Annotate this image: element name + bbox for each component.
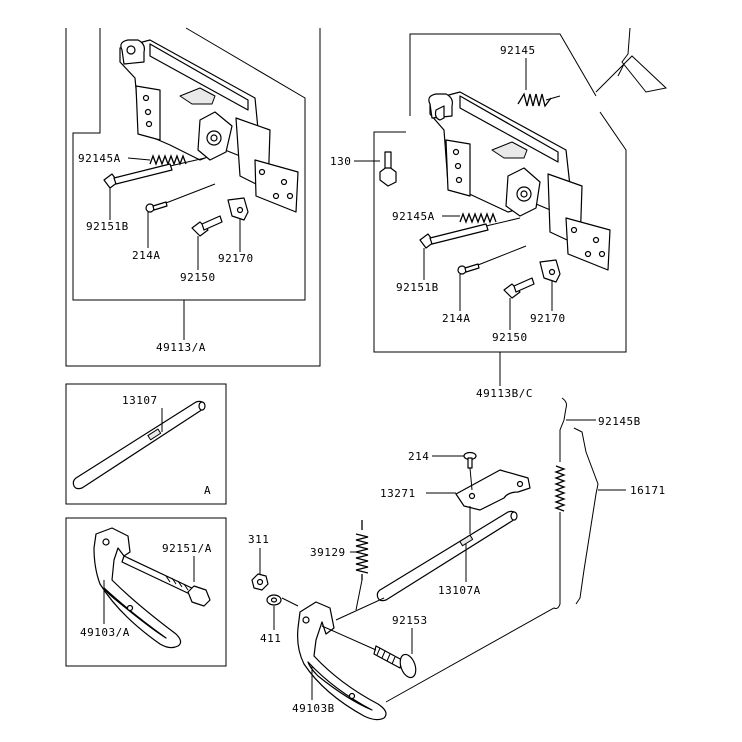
bolt-92151b-right	[419, 217, 521, 249]
box-49103-a	[65, 517, 227, 667]
label-92170-right: 92170	[530, 312, 566, 325]
spring-92145a-right	[459, 212, 497, 224]
bolt-92153	[373, 645, 417, 679]
wire-link-top-right	[595, 27, 668, 93]
control-bracket-assembly-right	[428, 91, 611, 271]
screw-214a-right	[457, 245, 527, 275]
spring-92145a-left	[149, 154, 187, 166]
label-92151-a: 92151/A	[162, 542, 212, 555]
clip-92170-left	[227, 197, 249, 221]
bolt-92150-right	[503, 277, 535, 299]
screw-214	[463, 451, 477, 469]
label-13107a: 13107A	[438, 584, 481, 597]
label-49113-a: 49113/A	[156, 341, 206, 354]
bolt-130	[379, 151, 397, 187]
label-16171: 16171	[630, 484, 666, 497]
label-214: 214	[408, 450, 429, 463]
label-92145a-right: 92145A	[392, 210, 435, 223]
label-13271: 13271	[380, 487, 416, 500]
label-92145-right: 92145	[500, 44, 536, 57]
shaft-13107a	[376, 510, 518, 602]
label-49103b: 49103B	[292, 702, 335, 715]
rod-16171	[573, 427, 599, 605]
label-92153: 92153	[392, 614, 428, 627]
label-214a-right: 214A	[442, 312, 471, 325]
bolt-92150-left	[191, 215, 223, 237]
label-49103-a: 49103/A	[80, 626, 130, 639]
box-49113-a	[65, 27, 321, 367]
label-411: 411	[260, 632, 281, 645]
label-92170-left: 92170	[218, 252, 254, 265]
label-92145a-left: 92145A	[78, 152, 121, 165]
label-92151b-left: 92151B	[86, 220, 129, 233]
label-49113-bc: 49113B/C	[476, 387, 533, 400]
label-39129: 39129	[310, 546, 346, 559]
spring-92145-right	[517, 92, 561, 108]
bolt-92151b-left	[103, 157, 206, 189]
box-13107-a	[65, 383, 227, 505]
label-92150-left: 92150	[180, 271, 216, 284]
screw-214a-left	[145, 183, 216, 213]
label-92150-right: 92150	[492, 331, 528, 344]
washer-411	[266, 594, 282, 606]
nut-311	[251, 573, 269, 591]
label-a: A	[204, 484, 211, 497]
label-214a-left: 214A	[132, 249, 161, 262]
label-311: 311	[248, 533, 269, 546]
spring-39129	[355, 520, 369, 580]
spring-92145b	[385, 397, 567, 703]
label-92145b: 92145B	[598, 415, 641, 428]
label-13107: 13107	[122, 394, 158, 407]
plate-13271	[455, 469, 531, 511]
clip-92170-right	[539, 259, 561, 283]
label-130: 130	[330, 155, 351, 168]
label-92151b-right: 92151B	[396, 281, 439, 294]
bolt-92151-a	[121, 555, 211, 607]
control-bracket-assembly-left	[119, 39, 299, 213]
